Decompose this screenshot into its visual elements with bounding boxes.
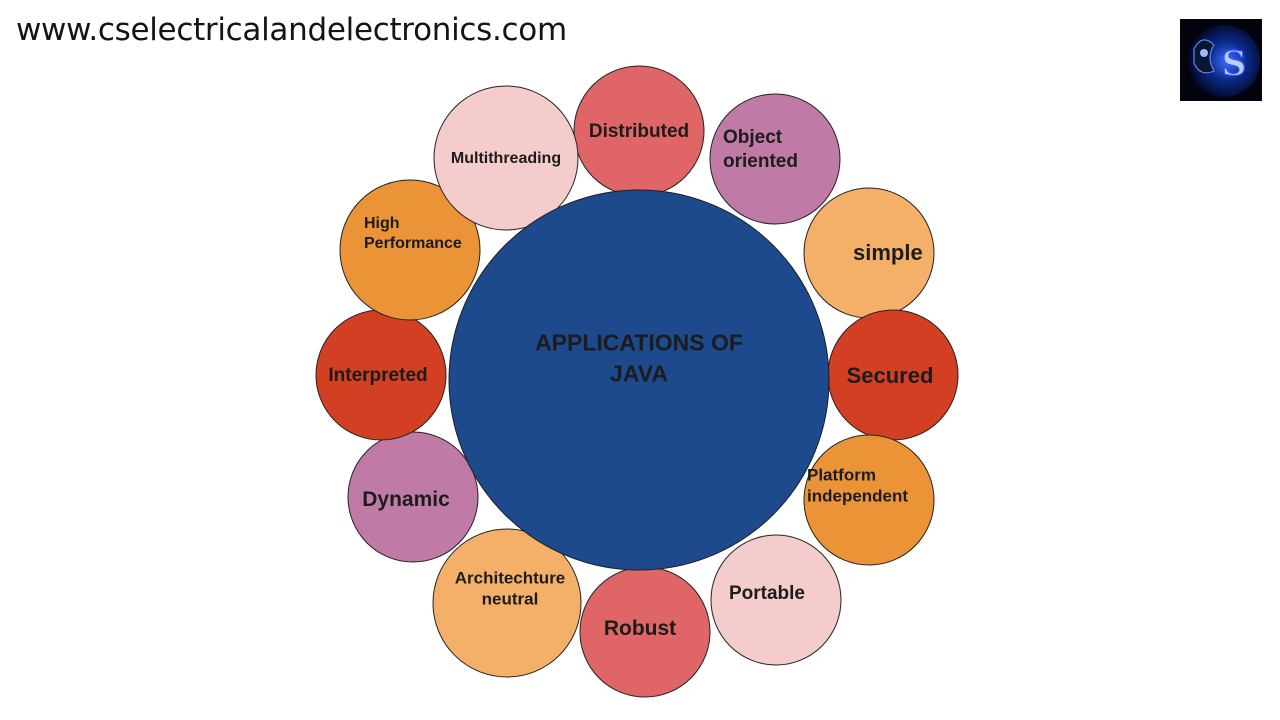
- feature-bubble-distributed: Distributed: [573, 65, 705, 197]
- logo-letter: S: [1222, 44, 1247, 84]
- site-url: www.cselectricalandelectronics.com: [16, 12, 567, 48]
- feature-bubble-secured: Secured: [827, 309, 959, 441]
- feature-bubble-dynamic: Dynamic: [347, 431, 479, 563]
- feature-label-simple: simple: [853, 240, 923, 265]
- feature-bubble-multithreading: Multithreading: [433, 85, 579, 231]
- feature-label-portable: Portable: [729, 583, 805, 604]
- feature-label-robust: Robust: [604, 617, 676, 640]
- feature-label-distributed: Distributed: [589, 121, 689, 142]
- site-logo: S: [1180, 19, 1262, 101]
- feature-circle-multithreading: [433, 85, 579, 231]
- feature-bubble-interpreted: Interpreted: [315, 309, 447, 441]
- feature-bubble-simple: simple: [803, 187, 935, 319]
- feature-bubble-portable: Portable: [710, 534, 842, 666]
- feature-circle-portable: [710, 534, 842, 666]
- feature-label-dynamic: Dynamic: [362, 488, 450, 511]
- feature-circle-high-performance: [339, 179, 481, 321]
- feature-bubble-robust: Robust: [579, 566, 711, 698]
- feature-circle-object-oriented: [709, 93, 841, 225]
- feature-label-interpreted: Interpreted: [328, 365, 427, 386]
- feature-circle-platform-independent: [803, 434, 935, 566]
- feature-circle-architechture-neutral: [432, 528, 582, 678]
- feature-label-multithreading: Multithreading: [451, 150, 561, 167]
- feature-label-secured: Secured: [847, 363, 934, 388]
